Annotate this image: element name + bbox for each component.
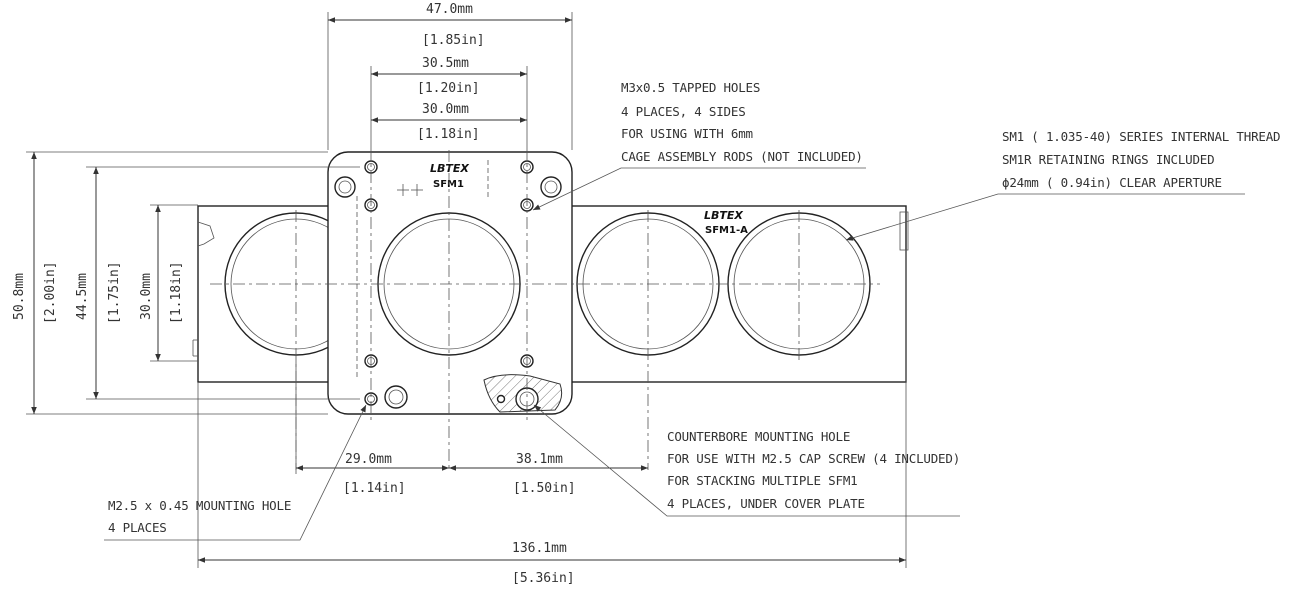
dim-38-1-in-label: [1.50in]: [513, 481, 576, 496]
dim-136-1-in-label: [5.36in]: [512, 571, 575, 586]
brand-logo-top: LBTEX: [430, 162, 469, 175]
dim-30-5mm: 30.5mm [1.20in]: [370, 56, 528, 148]
note-counterbore: COUNTERBORE MOUNTING HOLE FOR USE WITH M…: [533, 404, 960, 517]
note-counterbore-line-1: COUNTERBORE MOUNTING HOLE: [667, 429, 850, 444]
note-thread: SM1 ( 1.035-40) SERIES INTERNAL THREAD S…: [845, 129, 1281, 241]
dim-47mm: 47.0mm [1.85in]: [327, 2, 573, 150]
dim-30-5-in-label: [1.20in]: [417, 81, 480, 96]
dim-29mm: 29.0mm [1.14in]: [295, 360, 449, 496]
dim-50-8-in-label: [2.00in]: [43, 261, 58, 324]
dim-30-5-mm-label: 30.5mm: [422, 56, 469, 71]
counterbore-holes: [334, 176, 563, 413]
note-tapped-line-1: M3x0.5 TAPPED HOLES: [621, 80, 760, 95]
dim-136-1-mm-label: 136.1mm: [512, 541, 567, 556]
note-thread-line-1: SM1 ( 1.035-40) SERIES INTERNAL THREAD: [1002, 129, 1280, 144]
dim-30-in-left-label: [1.18in]: [169, 261, 184, 324]
dim-44-5-in-label: [1.75in]: [107, 261, 122, 324]
dim-50-8-mm-label: 50.8mm: [12, 273, 27, 320]
dim-38-1-mm-label: 38.1mm: [516, 452, 563, 467]
note-tapped-line-2: 4 PLACES, 4 SIDES: [621, 104, 746, 119]
dim-30-in-top-label: [1.18in]: [417, 127, 480, 142]
center-marks: [397, 184, 423, 196]
note-thread-line-3: ϕ24mm ( 0.94in) CLEAR APERTURE: [1002, 175, 1222, 190]
dim-47-in-label: [1.85in]: [422, 33, 485, 48]
dim-47-mm-label: 47.0mm: [426, 2, 473, 17]
model-label-right: SFM1-A: [705, 225, 748, 236]
dim-50-8mm: 50.8mm [2.00in]: [12, 151, 328, 415]
dim-30-mm-left-label: 30.0mm: [139, 273, 154, 320]
note-counterbore-line-3: FOR STACKING MULTIPLE SFM1: [667, 473, 857, 488]
note-mounting-hole: M2.5 x 0.45 MOUNTING HOLE 4 PLACES: [104, 404, 367, 541]
note-mounting-line-1: M2.5 x 0.45 MOUNTING HOLE: [108, 498, 291, 513]
brand-logo-right: LBTEX: [704, 209, 743, 222]
dim-30mm-left: 30.0mm [1.18in]: [139, 204, 198, 362]
dim-30-mm-top-label: 30.0mm: [422, 102, 469, 117]
dim-44-5-mm-label: 44.5mm: [75, 273, 90, 320]
model-label-top: SFM1: [433, 179, 464, 190]
dim-136-1mm: 136.1mm [5.36in]: [197, 250, 907, 586]
note-tapped-line-4: CAGE ASSEMBLY RODS (NOT INCLUDED): [621, 149, 863, 164]
note-mounting-line-2: 4 PLACES: [108, 520, 167, 535]
dim-29-mm-label: 29.0mm: [345, 452, 392, 467]
dim-38-1mm: 38.1mm [1.50in]: [449, 452, 648, 496]
dim-29-in-label: [1.14in]: [343, 481, 406, 496]
note-thread-line-2: SM1R RETAINING RINGS INCLUDED: [1002, 152, 1214, 167]
note-tapped-holes: M3x0.5 TAPPED HOLES 4 PLACES, 4 SIDES FO…: [532, 80, 866, 211]
dim-44-5mm: 44.5mm [1.75in]: [75, 166, 360, 400]
note-counterbore-line-2: FOR USE WITH M2.5 CAP SCREW (4 INCLUDED): [667, 451, 960, 466]
dim-30mm-top: 30.0mm [1.18in]: [371, 102, 527, 142]
note-counterbore-line-4: 4 PLACES, UNDER COVER PLATE: [667, 496, 865, 511]
note-tapped-line-3: FOR USING WITH 6mm: [621, 126, 753, 141]
